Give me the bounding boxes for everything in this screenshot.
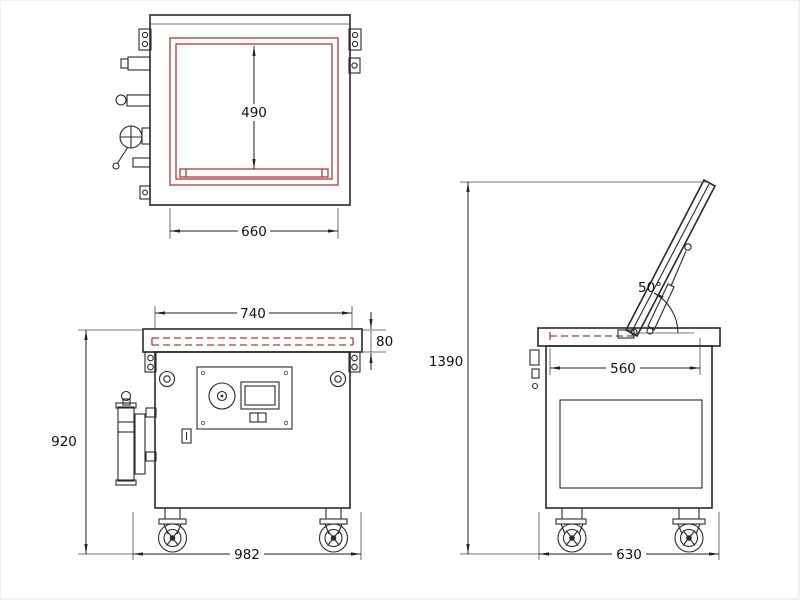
vacuum-fittings xyxy=(112,56,151,170)
hinge-bracket-top-left xyxy=(138,28,152,51)
dim-label-chamber-depth-side: 560 xyxy=(610,361,636,377)
gas-spring xyxy=(646,243,692,335)
caster-side-left xyxy=(555,508,587,553)
side-latch-hardware xyxy=(529,349,540,390)
dim-label-machine-height: 920 xyxy=(51,434,77,450)
open-lid xyxy=(617,178,717,339)
control-display[interactable] xyxy=(240,381,280,410)
chamber-seal-inner xyxy=(175,43,333,180)
bracket-right xyxy=(348,57,361,74)
dim-label-chamber-width: 660 xyxy=(241,224,267,240)
dim-label-chamber-depth: 490 xyxy=(241,105,267,121)
dimension-chamber-depth-side: 560 xyxy=(549,338,701,377)
machine-body-side xyxy=(545,345,713,509)
dim-label-lid-width: 740 xyxy=(240,306,266,322)
dim-label-overall-depth: 630 xyxy=(616,547,642,563)
caster-front-left xyxy=(157,508,188,553)
dimension-overall-height: 1390 xyxy=(429,181,708,555)
side-panel xyxy=(559,399,703,489)
dim-label-lid-height: 80 xyxy=(376,334,393,350)
caster-front-right xyxy=(318,508,349,553)
lid-hinge-pin xyxy=(630,328,638,336)
dimension-chamber-width: 660 xyxy=(169,208,339,240)
dimension-lid-angle: 50° xyxy=(632,280,694,334)
chamber-seal-outer xyxy=(169,37,339,186)
vacuum-gauge xyxy=(208,382,236,410)
hidden-seal-lines xyxy=(151,337,354,346)
dim-label-overall-width: 982 xyxy=(234,547,260,563)
dim-label-overall-height: 1390 xyxy=(429,354,463,370)
bracket-bottom-left xyxy=(139,185,151,200)
lifting-ring-left xyxy=(158,370,176,388)
dimension-machine-height: 920 xyxy=(51,329,157,555)
lifting-ring-right xyxy=(329,370,347,388)
lid-bracket-right xyxy=(348,351,361,373)
dimension-chamber-depth: 490 xyxy=(238,46,270,169)
top-view-outline xyxy=(149,14,351,206)
dimension-lid-height: 80 xyxy=(362,312,393,370)
lid-bracket-left xyxy=(144,351,157,373)
machine-body-front xyxy=(154,351,351,509)
hidden-seal-line-side xyxy=(549,332,638,340)
dimension-lid-width: 740 xyxy=(154,305,353,329)
side-view: 50° 560 1390 xyxy=(429,178,721,563)
hinge-bracket-top-right xyxy=(348,28,362,51)
top-view: 490 660 xyxy=(112,14,362,240)
power-switch[interactable] xyxy=(181,428,192,444)
dimension-overall-depth: 630 xyxy=(538,512,720,563)
pump-filter-assembly xyxy=(115,390,157,486)
caster-side-right xyxy=(672,508,706,553)
dim-label-lid-angle: 50° xyxy=(638,280,662,296)
front-view: 740 80 920 982 xyxy=(51,305,393,563)
dimension-overall-width: 982 xyxy=(132,512,362,563)
panel-switch[interactable] xyxy=(249,412,267,423)
control-panel xyxy=(196,366,293,430)
